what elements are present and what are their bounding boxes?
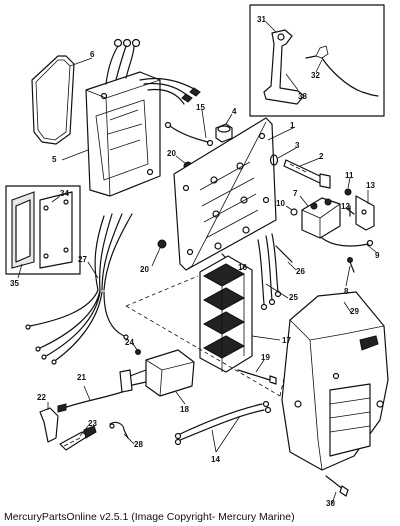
dashed-mounting-outline — [125, 275, 199, 307]
callout-21: 21 — [77, 373, 86, 382]
switch-box-5 — [85, 38, 201, 197]
callout-17: 17 — [282, 336, 291, 345]
washer-3 — [269, 154, 279, 166]
callout-27: 27 — [78, 255, 87, 264]
leads-25 — [257, 239, 265, 305]
inset-box-34 — [5, 185, 81, 275]
boot-22 — [39, 407, 59, 443]
callout-35: 35 — [10, 279, 19, 288]
clip-28 — [109, 421, 129, 439]
callout-3: 3 — [295, 141, 300, 150]
nut-20-lower — [157, 239, 167, 249]
solenoid-7 — [301, 197, 341, 239]
spark-plug-23 — [59, 425, 97, 451]
callout-34: 34 — [60, 189, 69, 198]
callout-33: 33 — [298, 92, 307, 101]
cover-29 — [281, 291, 389, 471]
nut-11 — [344, 188, 352, 196]
callout-8: 8 — [344, 287, 349, 296]
callout-22: 22 — [37, 393, 46, 402]
callout-29: 29 — [350, 307, 359, 316]
leads-14 — [179, 403, 263, 435]
nut-24 — [135, 349, 141, 355]
callout-1: 1 — [290, 121, 295, 130]
callout-28: 28 — [134, 440, 143, 449]
callout-13: 13 — [366, 181, 375, 190]
mounting-plate-1 — [173, 117, 277, 271]
callout-5: 5 — [52, 155, 57, 164]
bracket-13 — [355, 195, 375, 231]
bolt-2 — [283, 159, 325, 185]
copyright-footer: MercuryPartsOnline v2.5.1 (Image Copyrig… — [4, 511, 295, 523]
callout-9: 9 — [375, 251, 380, 260]
callout-25: 25 — [289, 293, 298, 302]
callout-32: 32 — [311, 71, 320, 80]
lead-21 — [63, 391, 123, 409]
callout-26: 26 — [296, 267, 305, 276]
screw-8 — [349, 261, 355, 273]
callout-18: 18 — [180, 405, 189, 414]
callout-7: 7 — [293, 189, 298, 198]
callout-2: 2 — [319, 152, 324, 161]
module-18 — [119, 349, 195, 397]
gasket-6 — [31, 55, 75, 145]
harness-27 — [25, 213, 133, 365]
callout-20a: 20 — [167, 149, 176, 158]
strap-15 — [169, 125, 209, 143]
callout-4: 4 — [232, 107, 237, 116]
callout-31: 31 — [257, 15, 266, 24]
callout-24: 24 — [125, 338, 134, 347]
lead-26 — [275, 245, 293, 263]
bolt-19 — [237, 369, 271, 381]
leader-lines — [17, 21, 377, 505]
callout-14: 14 — [211, 455, 220, 464]
lead-9 — [321, 237, 369, 247]
screw-12 — [345, 205, 355, 217]
washer-10 — [290, 208, 298, 216]
callout-10: 10 — [276, 199, 285, 208]
callout-labels: 1 2 3 4 5 6 7 8 9 10 11 12 13 14 15 16 1… — [10, 15, 380, 508]
callout-6: 6 — [90, 50, 95, 59]
spacer-4 — [215, 123, 233, 143]
callout-23: 23 — [88, 419, 97, 428]
callout-15: 15 — [196, 103, 205, 112]
callout-12: 12 — [341, 202, 350, 211]
callout-30: 30 — [326, 499, 335, 508]
exploded-parts-diagram: 1 2 3 4 5 6 7 8 9 10 11 12 13 14 15 16 1… — [5, 4, 389, 508]
callout-20b: 20 — [140, 265, 149, 274]
callout-16: 16 — [238, 263, 247, 272]
callout-19: 19 — [261, 353, 270, 362]
callout-11: 11 — [345, 171, 354, 180]
coil-assembly-17 — [199, 255, 253, 373]
inset-box-31 — [249, 4, 385, 117]
